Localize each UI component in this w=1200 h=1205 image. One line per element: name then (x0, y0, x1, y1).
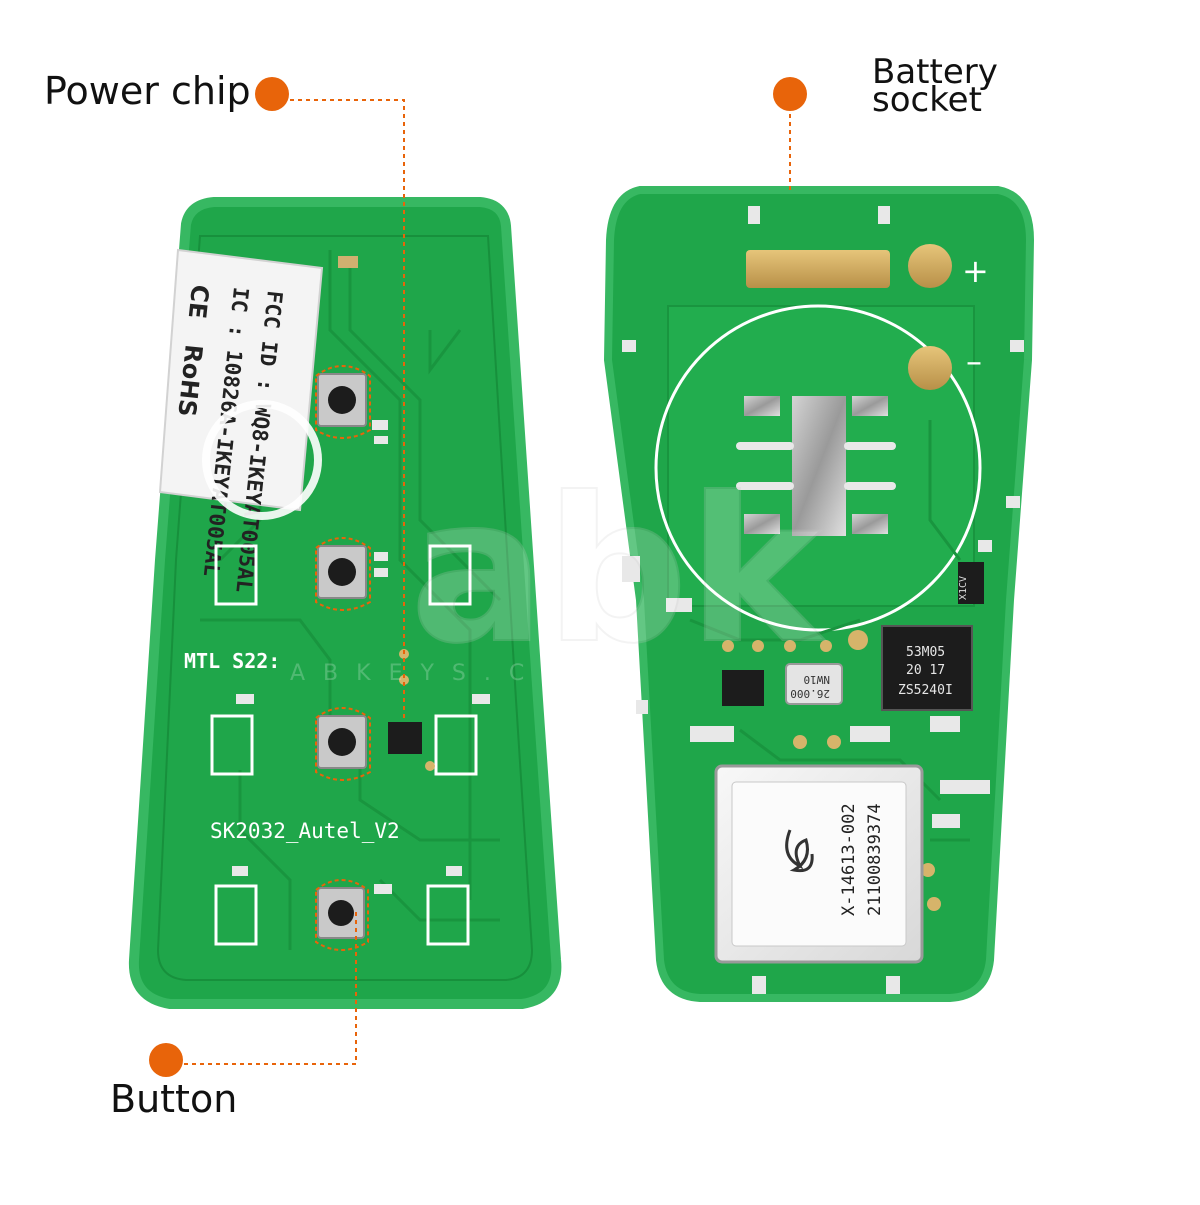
negative-pad (908, 346, 952, 390)
battery-socket (736, 396, 896, 536)
pads-left (232, 420, 490, 894)
ic-text-2: 20 17 (906, 663, 945, 678)
crystal-text-1: 26.000 (790, 687, 830, 700)
sticker-ce-mark: CE (183, 283, 214, 320)
ic-text-3: ZS5240I (898, 683, 953, 698)
ic-text-1: 53M05 (906, 645, 945, 660)
led-component (338, 256, 358, 268)
module-logo-icon (785, 829, 814, 873)
label-battery-socket: Battery socket (872, 52, 998, 120)
qfn-ic: 53M05 20 17 ZS5240I (881, 625, 973, 711)
label-battery-line1: Battery (872, 52, 998, 92)
callout-button (149, 908, 357, 1077)
callout-battery (773, 77, 807, 190)
label-button: Button (110, 1077, 238, 1121)
pads-right (622, 206, 1024, 994)
sot-chip (722, 670, 764, 706)
callout-dot-battery (773, 77, 807, 111)
positive-pad (908, 244, 952, 288)
callout-dot-power (255, 77, 289, 111)
tactile-button-4 (315, 879, 369, 951)
crystal-oscillator: 26.000 NW10 (785, 663, 843, 705)
diode-text: X1CV (958, 576, 969, 600)
battery-outline (654, 304, 982, 632)
vias-right (722, 630, 941, 911)
label-power-chip: Power chip (44, 69, 251, 113)
label-battery-line2: socket (872, 80, 982, 120)
module-text-2: 21100839374 (865, 803, 885, 916)
module-text-1: X-14613-002 (839, 803, 859, 916)
power-chip (388, 722, 422, 754)
watermark: abk ABKEYS.COM (290, 454, 826, 689)
callout-power-chip (255, 77, 405, 720)
rf-module: X-14613-002 21100839374 (714, 764, 924, 964)
watermark-logo: abk (410, 455, 825, 688)
silkscreen-model: SK2032_Autel_V2 (210, 819, 400, 843)
minus-sign: – (966, 342, 982, 380)
crystal-text-2: NW10 (804, 673, 831, 686)
battery-ring-left (202, 400, 322, 520)
plus-sign: + (962, 252, 989, 290)
tactile-button-2 (315, 537, 371, 611)
fcc-sticker: FCC ID : WQ8-IKEYAT005AL IC : 10826A-IKE… (158, 248, 324, 594)
battery-contact-strip (746, 250, 890, 288)
diode-component: X1CV (958, 562, 984, 604)
tactile-button-1 (315, 365, 371, 439)
led-footprints-left (210, 544, 478, 946)
right-pcb-board: + – (603, 186, 1035, 1002)
callout-dot-button (149, 1043, 183, 1077)
tactile-button-3 (315, 707, 371, 781)
watermark-url: ABKEYS.COM (290, 661, 615, 686)
silkscreen-mtl: MTL S22: (184, 649, 280, 673)
left-pcb-board: FCC ID : WQ8-IKEYAT005AL IC : 10826A-IKE… (128, 197, 562, 1009)
